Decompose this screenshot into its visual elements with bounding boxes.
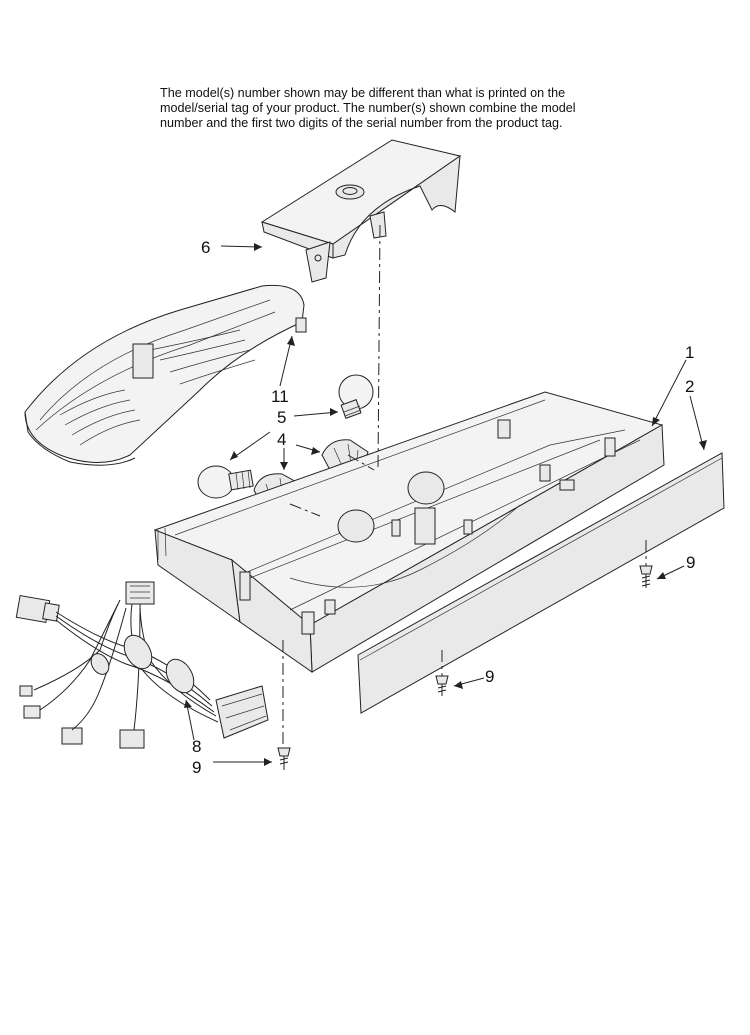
callout-2: 2 xyxy=(685,377,694,396)
part-9-screw-left xyxy=(277,747,291,770)
part-1-control-housing xyxy=(153,391,665,673)
disclaimer-note: The model(s) number shown may be differe… xyxy=(160,86,630,131)
part-2-trim-strip xyxy=(357,452,725,714)
alignment-line-lower-socket xyxy=(289,503,321,517)
callout-11: 11 xyxy=(271,387,289,406)
part-5-lower-bulb xyxy=(197,465,254,499)
part-6-control-cover xyxy=(260,139,462,283)
callout-9-left: 9 xyxy=(192,758,201,777)
callout-1: 1 xyxy=(685,343,694,362)
alignment-line-cover xyxy=(377,224,381,471)
disclaimer-line-3: number and the first two digits of the s… xyxy=(160,116,563,130)
callout-6: 6 xyxy=(201,238,210,257)
part-9-screw-right xyxy=(639,565,653,588)
callout-8: 8 xyxy=(192,737,201,756)
alignment-line-bulb xyxy=(347,454,375,471)
part-9-screw-middle xyxy=(435,675,449,696)
part-5-upper-bulb xyxy=(338,374,374,419)
leader-lines xyxy=(184,243,707,766)
disclaimer-line-1: The model(s) number shown may be differe… xyxy=(160,86,566,100)
part-8-wire-harness xyxy=(15,581,269,749)
callout-4: 4 xyxy=(277,430,286,449)
disclaimer-line-2: model/serial tag of your product. The nu… xyxy=(160,101,576,115)
callout-9-middle: 9 xyxy=(485,667,494,686)
callout-9-right: 9 xyxy=(686,553,695,572)
part-11-light-shield xyxy=(24,284,307,466)
callout-5: 5 xyxy=(277,408,286,427)
